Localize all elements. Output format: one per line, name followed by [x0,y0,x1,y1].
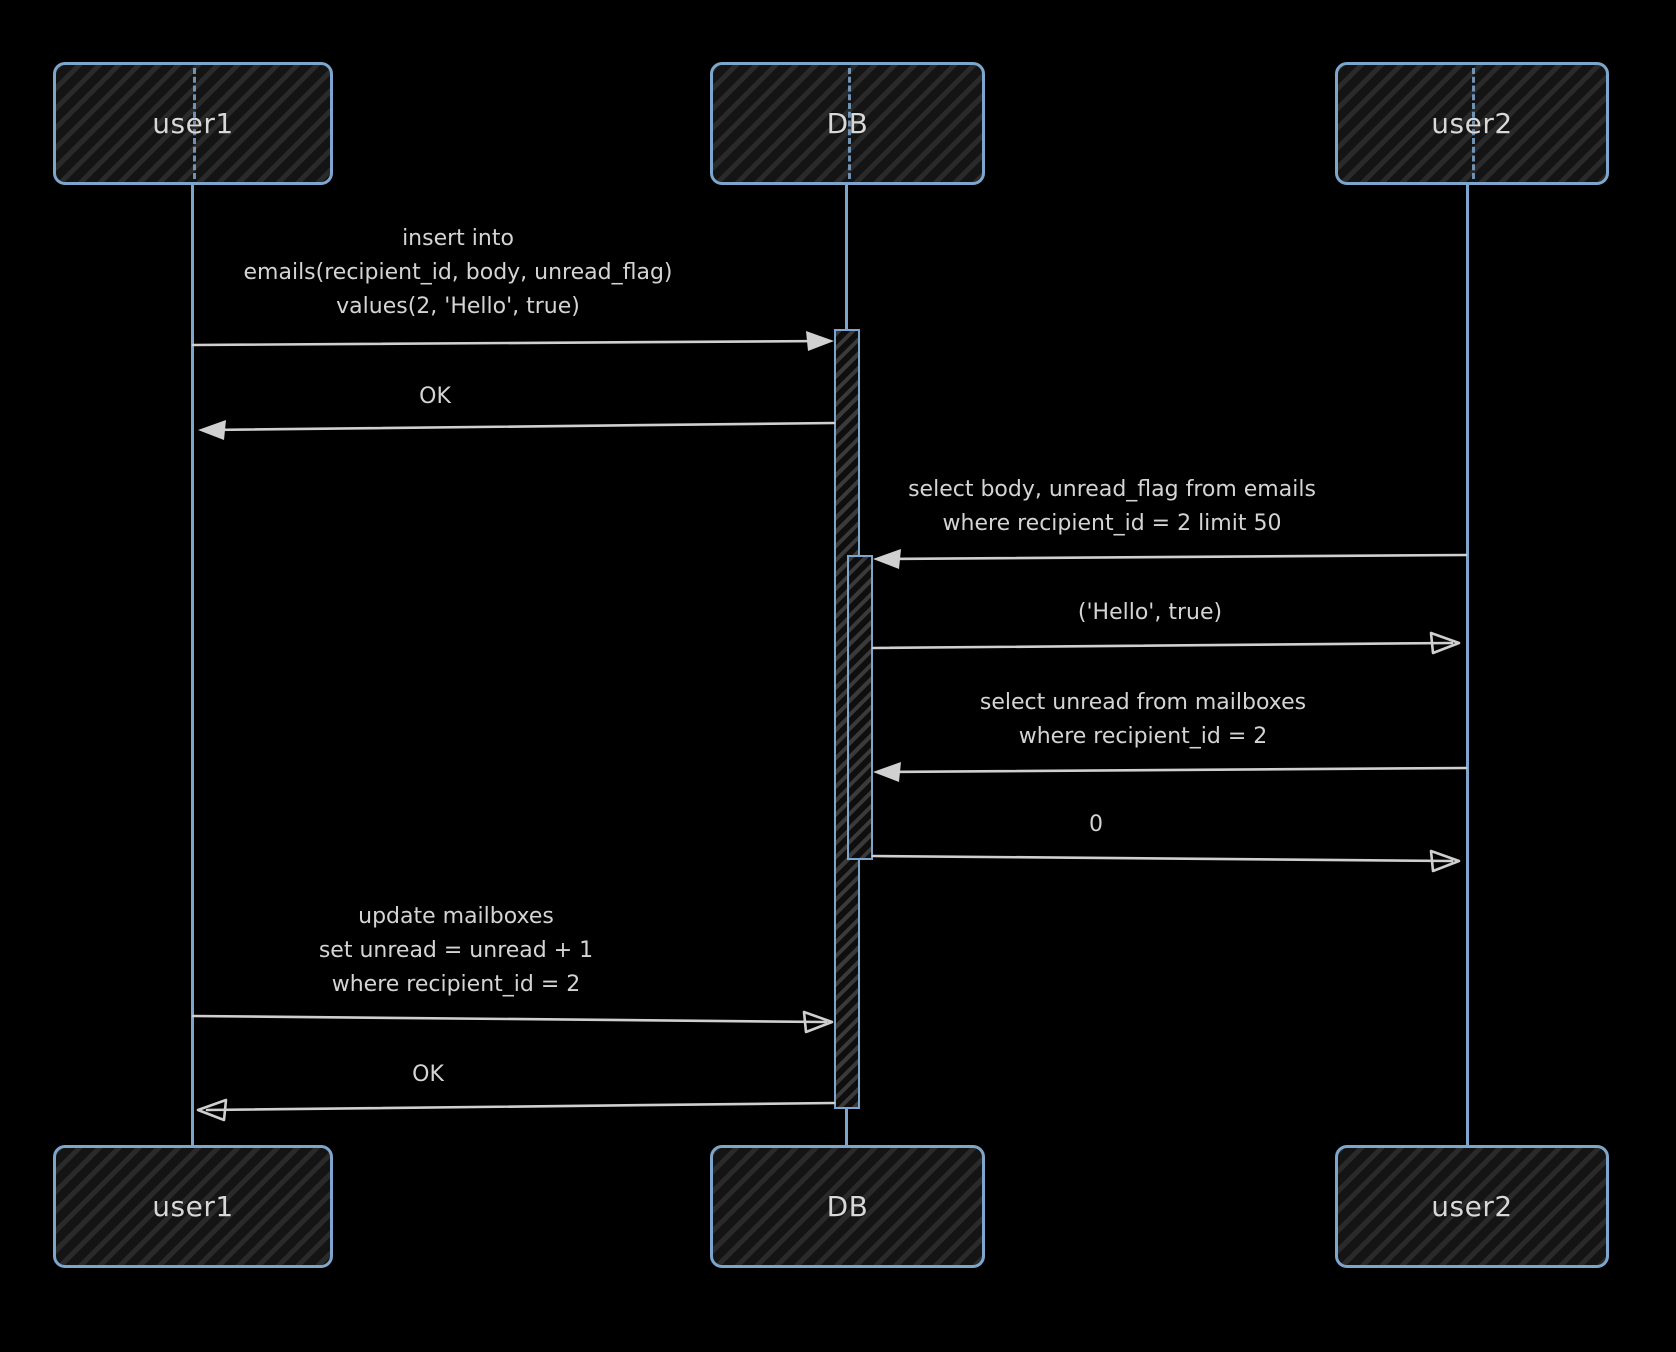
message-7-line [191,1014,828,1024]
message-5-label: select unread from mailboxes where recip… [979,690,1307,749]
message-4-label: ('Hello', true) [1077,600,1223,625]
message-1-arrowhead-icon [806,331,834,351]
message-6-line [871,854,1454,863]
actor-box-user2-bottom: user2 [1335,1145,1609,1268]
message-2-line [205,421,836,432]
message-7-label: update mailboxes set unread = unread + 1… [318,904,594,997]
lifeline-dash-icon [1472,68,1475,179]
message-2-arrowhead-icon [198,420,226,440]
actor-box-db-bottom: DB [710,1145,985,1268]
actor-box-user1-bottom: user1 [53,1145,333,1268]
lifeline-dash-icon [847,68,851,179]
actor-box-user1-top: user1 [53,62,333,185]
activation-bar-db-inner [847,555,873,860]
lifeline-user2 [1466,183,1469,1147]
message-6-label: 0 [1089,812,1103,837]
message-3-label: select body, unread_flag from emails whe… [908,477,1316,536]
message-4-arrowhead-icon [1429,631,1461,655]
actor-label-db-top: DB [826,107,869,140]
actor-label-db-bottom: DB [826,1190,869,1223]
message-3-line [878,553,1468,561]
message-7-arrowhead-icon [802,1010,834,1034]
message-3-arrowhead-icon [873,549,901,569]
actor-label-user1-bottom: user1 [152,1190,234,1223]
actor-box-db-top: DB [710,62,985,185]
message-8-arrowhead-icon [196,1098,228,1122]
actor-label-user2-bottom: user2 [1431,1190,1513,1223]
actor-box-user2-top: user2 [1335,62,1609,185]
lifeline-user1 [191,183,194,1147]
lifeline-dash-icon [193,68,196,179]
actor-label-user2-top: user2 [1431,107,1513,140]
message-6-arrowhead-icon [1429,849,1461,873]
message-1-line [191,339,830,347]
message-8-line [205,1101,836,1112]
message-5-arrowhead-icon [873,762,901,782]
message-5-line [878,766,1468,774]
message-1-label: insert into emails(recipient_id, body, u… [243,226,673,319]
actor-label-user1-top: user1 [152,107,234,140]
message-4-line [871,641,1454,650]
message-2-label: OK [419,384,451,409]
message-8-label: OK [412,1062,444,1087]
